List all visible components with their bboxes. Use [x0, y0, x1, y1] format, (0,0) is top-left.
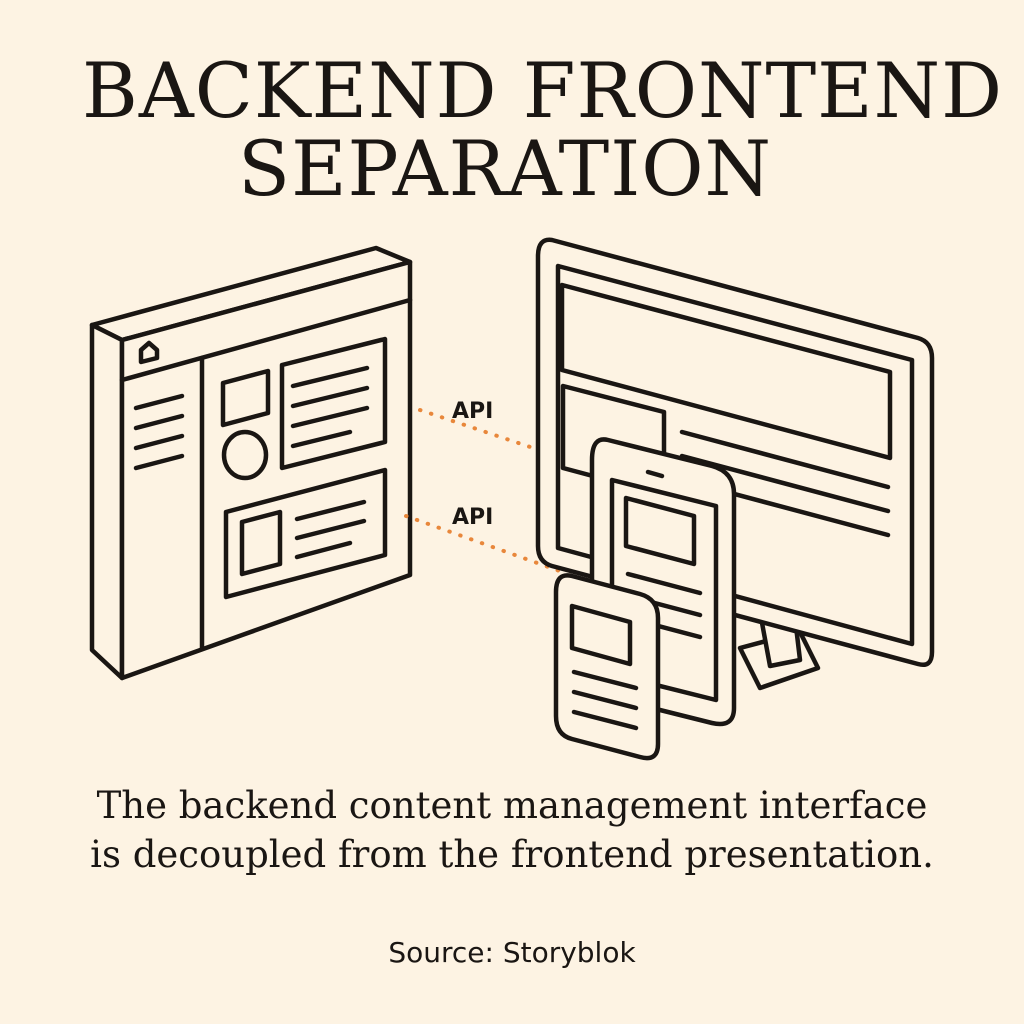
api-connector-lower: API — [404, 505, 570, 576]
backend-sidebar-menu — [133, 393, 185, 471]
backend-cms-window — [89, 245, 413, 681]
title-line-2: SEPARATION — [238, 123, 773, 213]
backend-text-card-upper-lines — [290, 365, 370, 449]
backend-content-card-lower — [223, 467, 388, 600]
page-title: BACKEND FRONTEND SEPARATION — [0, 52, 1024, 207]
tablet-speaker — [645, 469, 665, 479]
api-label-lower: API — [452, 505, 493, 530]
backend-window-front-face — [119, 259, 413, 681]
monitor-hero-banner — [559, 282, 893, 461]
phone-image-block — [569, 603, 633, 667]
tablet-image-block — [623, 495, 697, 567]
phone-device — [553, 573, 661, 761]
backend-text-card-upper — [279, 336, 388, 471]
phone-body — [553, 573, 661, 761]
phone-text-lines — [571, 669, 639, 731]
caption-line-2: is decoupled from the frontend presentat… — [90, 832, 934, 876]
backend-content-card-lower-lines — [294, 499, 367, 560]
monitor-screen — [555, 263, 915, 647]
circle-placeholder-icon — [221, 429, 269, 481]
caption-line-1: The backend content management interface — [96, 784, 928, 827]
backend-window-side-face — [89, 322, 125, 681]
api-label-upper: API — [452, 399, 493, 424]
backend-header-divider — [119, 297, 413, 383]
home-icon — [138, 340, 160, 365]
image-placeholder-icon — [220, 368, 271, 428]
title-line-1: BACKEND FRONTEND — [82, 46, 1004, 135]
backend-lower-card-thumbnail — [239, 509, 283, 577]
caption: The backend content management interface… — [0, 782, 1024, 880]
source-credit: Source: Storyblok — [388, 936, 636, 969]
